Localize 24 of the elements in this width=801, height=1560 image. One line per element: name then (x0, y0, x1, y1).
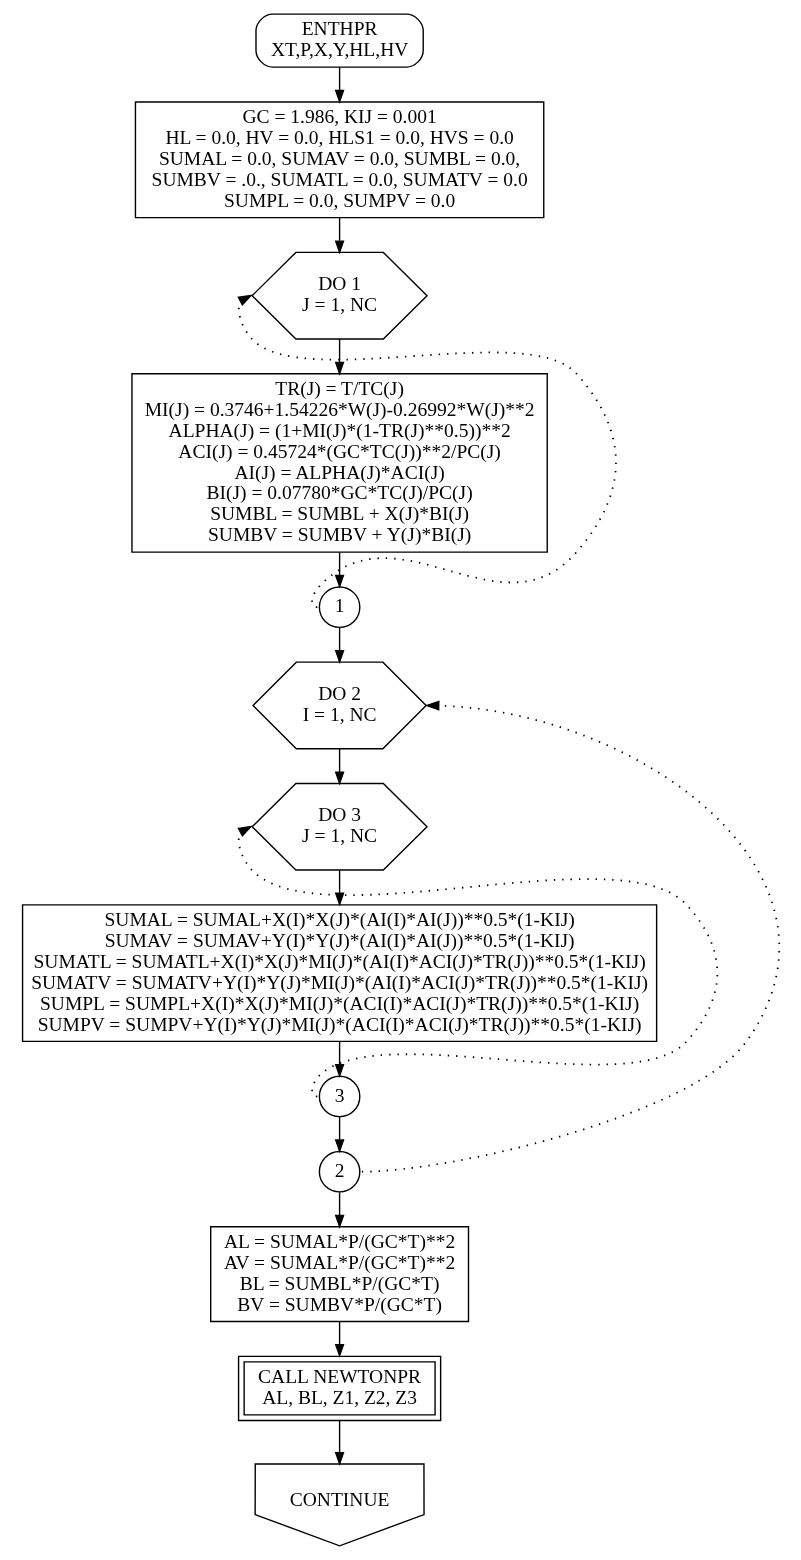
arrow (334, 1040, 344, 1078)
arrow (334, 551, 344, 589)
arrow (334, 1420, 344, 1466)
arrow (334, 869, 344, 907)
arrow (334, 216, 344, 255)
node-box: SUMAL = SUMAL+X(I)*X(J)*(AI(I)*AI(J))**0.5*(1-KIJ) SUMAV = SUMAV+Y(I)*Y(J)*(AI(I)*AI(J))**0.5*(1-KIJ) SUMATL = SUMATL+X(I)*X(J)*MI(J)*(AI(I)*ACI(J)*TR(J))**0.5*(1-KIJ) SUMATV = SUMATV+Y(I)*Y(J)*MI(J)*(AI(I)*ACI(J)*TR(J))**0.5*(1-KIJ) SUMPL = SUMPL+X(I)*X(J)*MI(J)*(ACI(I)*ACI(J)*TR(J))**0.5*(1-KIJ) SUMPV = SUMPV+Y(I)*Y(J)*MI(J)*(ACI(I)*ACI(J)*TR(J))**0.5*(1-KIJ) (21, 904, 657, 1043)
arrow (334, 338, 344, 376)
node-box: AL = SUMAL*P/(GC*T)**2 AV = SUMAL*P/(GC*T)**2 BL = SUMBL*P/(GC*T) BV = SUMBV*P/(GC*T) (209, 1226, 469, 1323)
node-box: ENTHPR XT,P,X,Y,HL,HV (254, 13, 424, 68)
arrow (360, 700, 780, 1173)
arrow (334, 626, 344, 664)
arrow (236, 294, 617, 609)
arrow (334, 66, 344, 104)
arrow (334, 748, 344, 786)
node-circle: 3 (318, 1075, 360, 1118)
arrow (334, 1191, 344, 1229)
node-box: CALL NEWTONPR AL, BL, Z1, Z2, Z3 (237, 1355, 441, 1422)
arrow (334, 1320, 344, 1358)
node-box: GC = 1.986, KIJ = 0.001 HL = 0.0, HV = 0.0, HLS1 = 0.0, HVS = 0.0 SUMAL = 0.0, SUMAV = 0.0, SUMBL = 0.0, SUMBV = .0., SUMATL = 0.0, SUMATV = 0.0 SUMPL = 0.0, SUMPV = 0.0 (134, 101, 544, 219)
arrow (236, 825, 718, 1098)
arrow (334, 1116, 344, 1154)
node-circle: 1 (318, 586, 360, 629)
node-box: TR(J) = T/TC(J) MI(J) = 0.3746+1.54226*W(J)-0.26992*W(J)**2 ALPHA(J) = (1+MI(J)*(1-TR(J)**0.5))**2 ACI(J) = 0.45724*(GC*TC(J))**2/PC(J) AI(J) = ALPHA(J)*ACI(J) BI(J) = 0.07780*GC*TC(J)/PC(J) SUMBL = SUMBL + X(J)*BI(J) SUMBV = SUMBV + Y(J)*BI(J) (130, 373, 548, 553)
node-circle: 2 (318, 1150, 360, 1193)
